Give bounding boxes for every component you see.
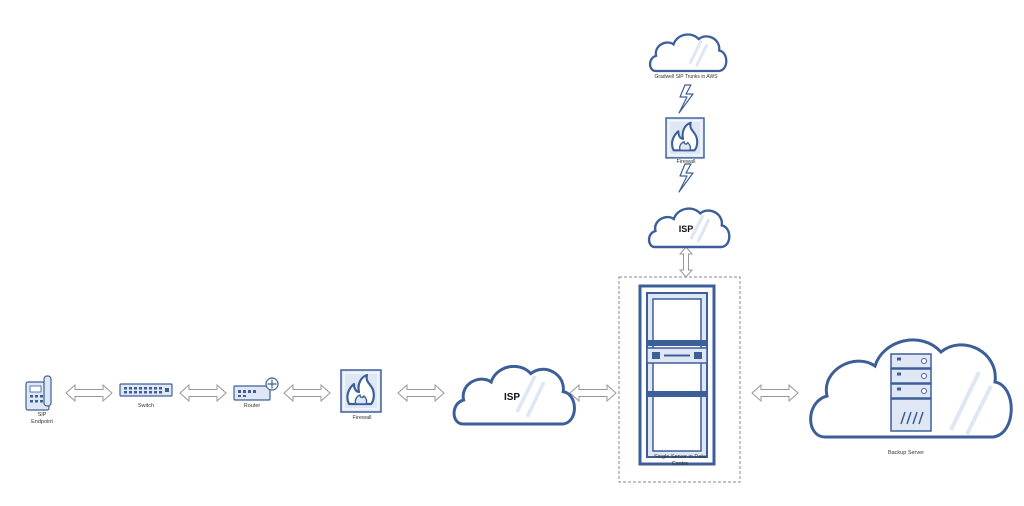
backup-server-label: Backup Server xyxy=(887,450,925,456)
cloud-icon xyxy=(648,33,728,73)
desk-phone-icon xyxy=(25,375,52,411)
arrow-firewall-isp xyxy=(397,384,445,402)
sip-endpoint-label: SIP Endpoint xyxy=(31,412,53,425)
gradwell-cloud-label: Gradwell SIP Trunks in AWS xyxy=(654,74,718,80)
arrow-endpoint-switch xyxy=(65,384,113,402)
router-icon xyxy=(233,377,279,401)
arrow-server-backup xyxy=(751,384,799,402)
data-centre-boundary xyxy=(618,276,741,483)
cloud-icon xyxy=(452,364,576,426)
isp-top-label: ISP xyxy=(678,224,694,234)
switch-label: Switch xyxy=(137,403,155,409)
server-rack-icon xyxy=(638,284,716,466)
firewall-icon xyxy=(339,368,383,414)
arrow-router-firewall xyxy=(283,384,331,402)
arrow-switch-router xyxy=(179,384,227,402)
arrow-server-isp-top xyxy=(679,246,693,278)
firewall-icon xyxy=(664,116,706,159)
network-switch-icon xyxy=(119,383,173,397)
cloud-server-icon xyxy=(809,338,1013,439)
cloud-icon xyxy=(647,207,731,249)
firewall-top-label: Firewall xyxy=(676,159,696,165)
router-label: Router xyxy=(243,403,261,409)
lightning-firewall-gradwell xyxy=(678,84,694,114)
isp-main-label: ISP xyxy=(503,392,521,403)
arrow-isp-server xyxy=(569,384,617,402)
lightning-isp-firewall xyxy=(678,163,694,193)
firewall-left-label: Firewall xyxy=(352,415,372,421)
server-rack-label: Single Server in Data Centre xyxy=(654,454,706,467)
